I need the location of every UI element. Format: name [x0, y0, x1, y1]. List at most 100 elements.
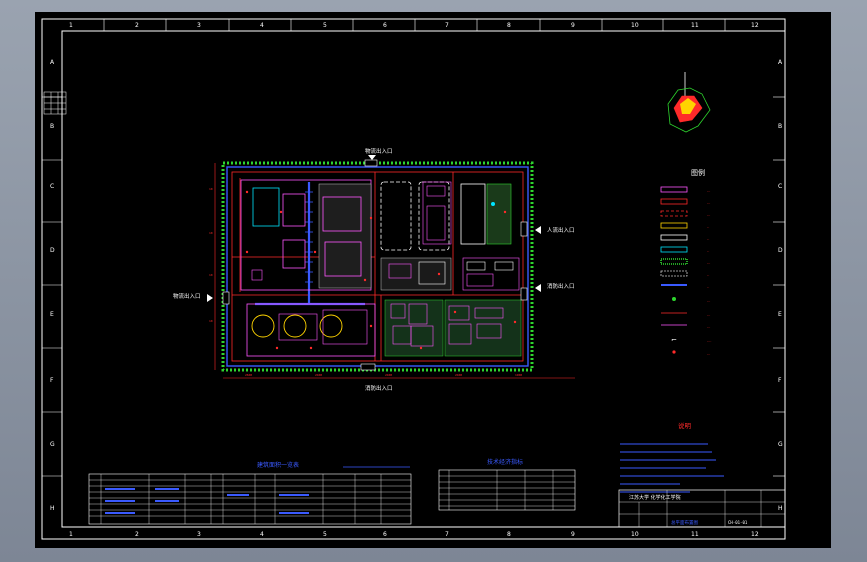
svg-text:F: F	[50, 377, 54, 384]
storage-tank-3	[319, 314, 343, 338]
north-arrow-compass-icon	[667, 72, 711, 133]
svg-text:11: 11	[691, 531, 699, 538]
svg-text:2: 2	[135, 531, 139, 538]
cad-drawing-viewport[interactable]: 1 2 3 4 5 6 7 8 9 10 11 12 1 2 3 4 5 6 7…	[35, 12, 831, 548]
revision-stamp-table	[43, 91, 67, 115]
svg-text:--: --	[707, 285, 709, 289]
green-belt-south	[384, 299, 444, 357]
svg-text:7: 7	[445, 22, 449, 29]
gate-markers	[222, 159, 528, 371]
east-fire-entrance-label: 消防出入口	[547, 282, 575, 290]
svg-text:--: --	[707, 225, 709, 229]
green-area	[486, 183, 512, 245]
frame-ticks	[42, 19, 785, 477]
entrance-arrow-icons	[207, 155, 541, 302]
svg-text:D: D	[778, 247, 783, 254]
tank-farm-hatch	[318, 183, 372, 289]
svg-text:3: 3	[197, 22, 201, 29]
building-area-table: 建筑面积一览表	[88, 461, 412, 525]
site-plan-drawing: 1 2 3 4 5 6 7 8 9 10 11 12 1 2 3 4 5 6 7…	[41, 18, 786, 540]
title-block: 江苏大学 化学化工学院 总平面布置图 CH-01-01	[618, 489, 786, 528]
tank-zone	[246, 303, 376, 357]
svg-text:B: B	[778, 123, 782, 130]
building-storage	[252, 187, 280, 227]
svg-text:C: C	[50, 183, 54, 190]
svg-text:5: 5	[323, 531, 327, 538]
svg-text:1: 1	[69, 22, 73, 29]
table2-title: 技术经济指标	[487, 458, 523, 466]
svg-text:B: B	[50, 123, 54, 130]
svg-text:---: ---	[707, 261, 710, 265]
svg-text:A: A	[778, 59, 783, 66]
west-entrance-label: 物流出入口	[173, 292, 201, 300]
legend-title: 图例	[691, 168, 705, 177]
svg-text:F: F	[778, 377, 782, 384]
svg-text:1: 1	[69, 531, 73, 538]
svg-text:10: 10	[209, 231, 213, 235]
svg-text:12: 12	[751, 22, 759, 29]
svg-text:H: H	[50, 505, 55, 512]
svg-text:3: 3	[197, 531, 201, 538]
notes-title: 说明	[678, 421, 692, 430]
south-entrance-label: 消防出入口	[365, 384, 393, 392]
sheet-title: 总平面布置图	[671, 519, 698, 526]
storage-tank-2	[283, 314, 307, 338]
svg-text:---: ---	[707, 213, 710, 217]
pipe-rack-rungs	[305, 191, 313, 283]
school-name: 江苏大学 化学化工学院	[629, 494, 681, 501]
frame-row-labels-right: A B C D E F G H	[778, 59, 783, 512]
north-entrance-label: 物流出入口	[365, 147, 393, 155]
svg-text:G: G	[778, 441, 783, 448]
svg-text:5: 5	[323, 22, 327, 29]
svg-text:4: 4	[260, 531, 264, 538]
building-gatehouse	[426, 185, 446, 197]
svg-text:10: 10	[209, 187, 213, 191]
storage-tank-1	[251, 314, 275, 338]
east-people-entrance-label: 人流出入口	[547, 226, 575, 234]
svg-text:10: 10	[631, 531, 639, 538]
drawing-number: CH-01-01	[728, 520, 748, 525]
green-belt-east	[444, 299, 522, 357]
svg-text:10: 10	[209, 319, 213, 323]
svg-text:2400: 2400	[315, 373, 322, 377]
svg-text:E: E	[50, 311, 54, 318]
svg-text:---: ---	[707, 325, 710, 329]
building-canteen	[418, 261, 446, 285]
building-reactor	[282, 193, 306, 227]
svg-text:--: --	[707, 237, 709, 241]
svg-text:----: ----	[707, 339, 711, 343]
building-unit-b	[282, 239, 306, 269]
svg-text:2400: 2400	[385, 373, 392, 377]
svg-text:H: H	[778, 505, 783, 512]
svg-text:---: ---	[707, 299, 710, 303]
svg-text:9: 9	[571, 22, 575, 29]
svg-text:6: 6	[383, 531, 387, 538]
svg-text:---: ---	[707, 313, 710, 317]
frame-column-labels-bottom: 1 2 3 4 5 6 7 8 9 10 11 12	[69, 531, 759, 538]
table1-cell-marks	[105, 488, 309, 514]
technical-economic-table: 技术经济指标	[438, 458, 576, 511]
svg-text:7: 7	[445, 531, 449, 538]
svg-text:11: 11	[691, 22, 699, 29]
svg-text:---: ---	[707, 352, 710, 356]
svg-text:10: 10	[631, 22, 639, 29]
notes-block: 说明	[620, 421, 724, 493]
frame-column-labels-top: 1 2 3 4 5 6 7 8 9 10 11 12	[69, 22, 759, 29]
svg-text:---: ---	[707, 201, 710, 205]
legend: 图例 ⌐ --------- ------ ------- --------- …	[660, 168, 711, 356]
building-unit-c	[324, 241, 362, 277]
building-office	[426, 205, 446, 241]
svg-text:D: D	[50, 247, 55, 254]
svg-text:4: 4	[260, 22, 264, 29]
svg-text:9: 9	[571, 531, 575, 538]
svg-text:---: ---	[707, 189, 710, 193]
building-warehouse	[460, 183, 486, 245]
svg-text:--: --	[707, 249, 709, 253]
svg-text:--: --	[707, 273, 709, 277]
svg-text:6: 6	[383, 22, 387, 29]
svg-text:⌐: ⌐	[671, 336, 677, 344]
frame-row-labels-left: A B C D E F G H	[50, 59, 55, 512]
svg-text:10: 10	[209, 273, 213, 277]
